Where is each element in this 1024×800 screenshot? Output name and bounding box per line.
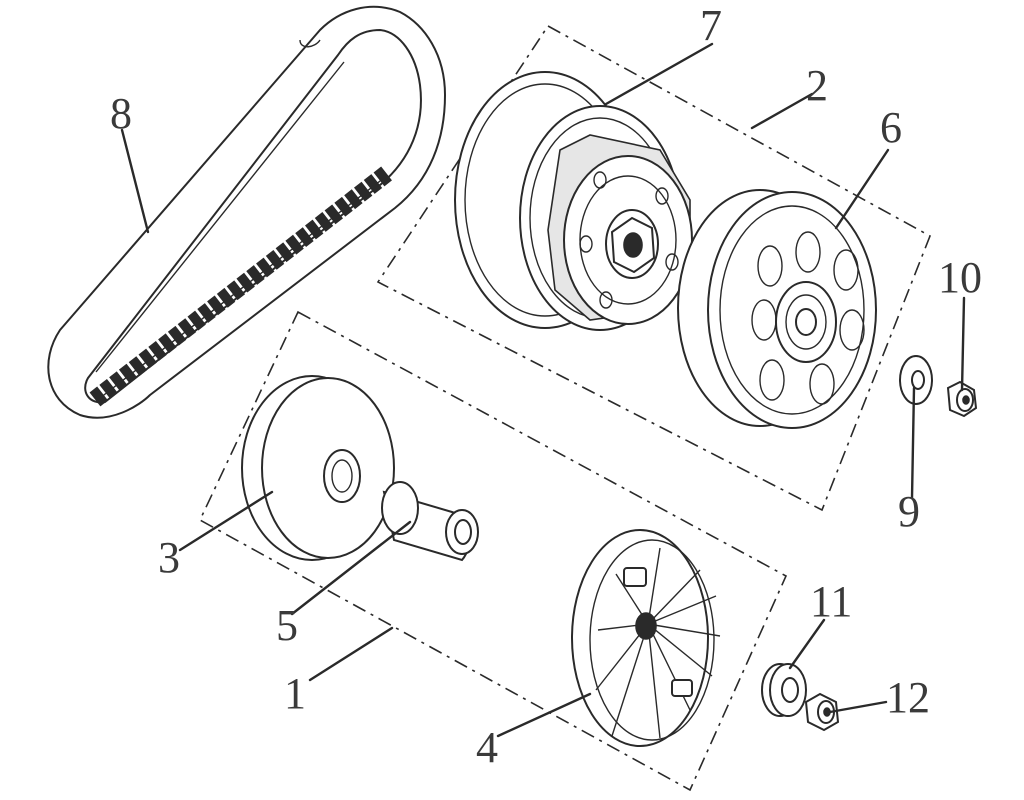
belt-tooth (197, 303, 216, 323)
belt-tooth (305, 219, 324, 240)
belt-tooth (216, 287, 236, 308)
leader-line-1 (308, 626, 394, 682)
belt-tooth (353, 181, 373, 202)
callout-12: 12 (886, 673, 930, 722)
leader-line-10 (960, 296, 966, 392)
drive-belt-part (47, 5, 446, 419)
leader-line-12 (828, 700, 888, 714)
leader-line-9 (910, 386, 916, 500)
callout-1: 1 (284, 669, 306, 718)
leader-line-11 (788, 618, 826, 670)
belt-tooth (275, 242, 295, 263)
washer-part-9 (899, 355, 933, 405)
washer-part-11 (761, 663, 807, 717)
callout-8: 8 (110, 89, 132, 138)
sleeve-part (381, 481, 479, 562)
belt-tooth (89, 386, 108, 407)
belt-tooth (226, 280, 246, 301)
clutch-assembly-part (454, 71, 693, 331)
belt-tooth (344, 189, 363, 210)
belt-tooth (265, 249, 285, 270)
leader-line-7 (604, 42, 714, 106)
group-2-boundary (376, 24, 932, 512)
drive-face-part (241, 375, 395, 561)
leader-line-8 (120, 128, 150, 234)
callout-9: 9 (898, 487, 920, 536)
leader-line-3 (178, 490, 274, 552)
belt-tooth (128, 356, 148, 376)
belt-tooth (167, 325, 187, 346)
leader-line-6 (834, 148, 890, 230)
belt-tooth (177, 318, 197, 339)
nut-part-10 (946, 380, 978, 418)
callout-3: 3 (158, 533, 180, 582)
leader-line-2 (750, 92, 814, 130)
callout-6: 6 (880, 103, 902, 152)
belt-tooth (363, 174, 383, 194)
callout-7: 7 (700, 1, 722, 50)
belt-tooth (295, 227, 314, 248)
belt-tooth (324, 204, 344, 225)
leader-line-4 (496, 692, 592, 738)
callout-2: 2 (806, 61, 828, 110)
belt-tooth (314, 212, 334, 232)
callout-5: 5 (276, 601, 298, 650)
belt-tooth (236, 272, 255, 293)
belt-tooth (246, 265, 265, 285)
leader-line-5 (290, 520, 412, 616)
nut-part-12 (804, 692, 840, 732)
belt-tooth (256, 257, 275, 278)
belt-tooth (187, 310, 206, 331)
belt-tooth (118, 363, 138, 384)
belt-tooth (158, 333, 177, 354)
belt-tooth (148, 341, 167, 361)
belt-tooth (99, 378, 118, 399)
belt-tooth (334, 196, 353, 217)
callout-4: 4 (476, 723, 498, 772)
group-1-boundary (198, 310, 788, 792)
belt-tooth (138, 348, 157, 369)
fan-drive-face-part (571, 529, 721, 747)
belt-tooth (207, 295, 226, 316)
callout-10: 10 (938, 253, 982, 302)
belt-tooth (285, 234, 304, 255)
clutch-housing-part (677, 189, 877, 429)
callout-11: 11 (810, 577, 852, 626)
belt-tooth (373, 166, 392, 187)
belt-tooth (109, 371, 128, 392)
